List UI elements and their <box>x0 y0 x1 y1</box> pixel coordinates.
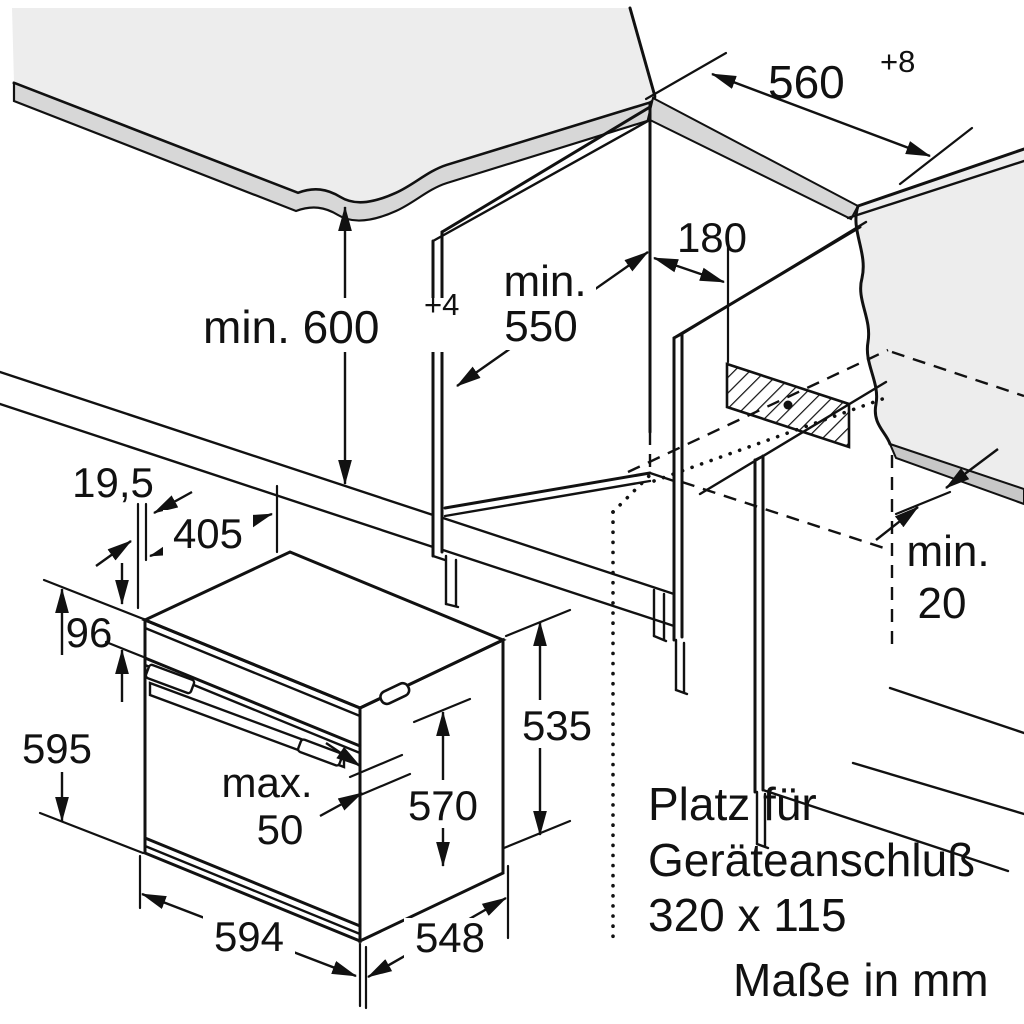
dim-50-ref <box>356 772 412 798</box>
connection-area <box>725 239 851 449</box>
right-cabinet <box>672 220 888 850</box>
dim-560-ext <box>898 126 974 186</box>
dim-180-line <box>653 256 725 284</box>
dim-50-label-2: 50 <box>257 806 304 853</box>
dim-560-tolerance: +8 <box>880 44 915 79</box>
interior-edge <box>698 380 888 496</box>
dim-195-label: 19,5 <box>72 459 154 506</box>
dim-560-label: 560 <box>768 56 845 108</box>
dim-20-arrow <box>945 448 999 489</box>
door-handle-bar <box>148 681 346 769</box>
dim-595-ext <box>42 578 148 622</box>
panel-top-edge <box>440 105 652 234</box>
dim-195-arrow <box>153 490 193 515</box>
floor-line <box>851 761 1024 816</box>
dim-535-label: 535 <box>522 702 592 749</box>
projection-line <box>611 473 652 514</box>
label-mask <box>198 298 470 352</box>
worktop <box>12 6 860 222</box>
labels: 560 +8 180 min. 550 min. 600 +4 min. 20 … <box>22 44 990 1006</box>
label-mask <box>163 510 253 556</box>
floor-line <box>888 686 1024 735</box>
dim-535-ext <box>504 608 572 638</box>
dim-50-label-1: max. <box>221 759 312 806</box>
worktop-top-surface <box>12 8 655 203</box>
cabinet-foot <box>755 842 770 850</box>
handle-end-cap <box>144 663 196 695</box>
label-masks <box>163 262 600 962</box>
control-panel-bottom <box>143 656 362 748</box>
oven-top-face <box>141 550 507 710</box>
hidden-edge <box>681 480 891 552</box>
dim-535-ext <box>502 819 572 850</box>
dim-595-label: 595 <box>22 725 92 772</box>
left-cabinet <box>431 102 676 643</box>
label-mask <box>404 918 496 962</box>
dim-20-arrow <box>875 506 919 541</box>
worktop-edge-band <box>12 81 654 222</box>
projection-line <box>652 395 890 483</box>
floor-line <box>761 788 1010 873</box>
dim-560-ext <box>644 51 728 101</box>
wall-top-edge <box>856 147 1024 208</box>
niche-floor-edge <box>443 471 652 510</box>
wall-torn-edge <box>854 204 892 446</box>
label-mask <box>203 916 295 960</box>
connection-note-line-1: Platz für <box>648 778 817 830</box>
floor-lines <box>0 370 1024 873</box>
wall-surface <box>855 149 1024 489</box>
dim-594-label: 594 <box>214 913 284 960</box>
dim-600-label: min. 600 <box>203 301 379 353</box>
oven-top-edge-round <box>143 626 362 718</box>
floor-line <box>441 548 676 628</box>
cabinet-foot <box>444 602 460 609</box>
hidden-edge <box>891 350 1024 398</box>
wall-top-edge-2 <box>846 159 1024 220</box>
connection-note-line-3: 320 x 115 <box>648 889 847 941</box>
label-mask <box>402 780 486 828</box>
dim-96-label: 96 <box>66 609 113 656</box>
connection-note-line-2: Geräteanschluß <box>648 834 975 886</box>
dim-548-label: 548 <box>415 914 485 961</box>
dim-570-label: 570 <box>408 782 478 829</box>
dim-20-label-2: 20 <box>918 579 967 628</box>
cabinet-foot <box>652 634 668 643</box>
dim-50-ref <box>348 753 404 779</box>
dim-180-label: 180 <box>677 214 747 261</box>
dim-550-label-2: 550 <box>504 302 577 351</box>
dim-195-arrow <box>95 540 132 567</box>
oven-front-face <box>143 617 362 944</box>
units-note: Maße in mm <box>733 954 989 1006</box>
label-mask <box>494 262 596 350</box>
dim-570-ext <box>412 697 472 724</box>
floor-line <box>0 370 435 517</box>
floor-line <box>441 516 676 596</box>
dim-405-label: 405 <box>173 510 243 557</box>
label-mask <box>516 700 600 748</box>
floor-line <box>0 402 435 549</box>
side-grip-recess <box>379 681 411 706</box>
dim-560-line <box>711 72 931 158</box>
cabinet-foot <box>674 688 689 696</box>
dim-50-arrow <box>325 742 361 767</box>
dim-50-arrow <box>319 791 363 818</box>
dim-595-ext <box>38 811 145 855</box>
panel-top-edge-2 <box>431 119 650 243</box>
oven <box>141 550 507 944</box>
connection-point-dot <box>783 400 793 410</box>
panel-bottom-cap <box>431 554 447 562</box>
dim-20-label-1: min. <box>906 527 989 576</box>
panel-top-edge-2 <box>680 220 868 336</box>
dim-550-label-1: min. <box>503 257 586 306</box>
niche-floor-edge-2 <box>443 479 652 518</box>
dim-600-tolerance: +4 <box>424 287 459 322</box>
dim-20-ref <box>894 490 952 516</box>
